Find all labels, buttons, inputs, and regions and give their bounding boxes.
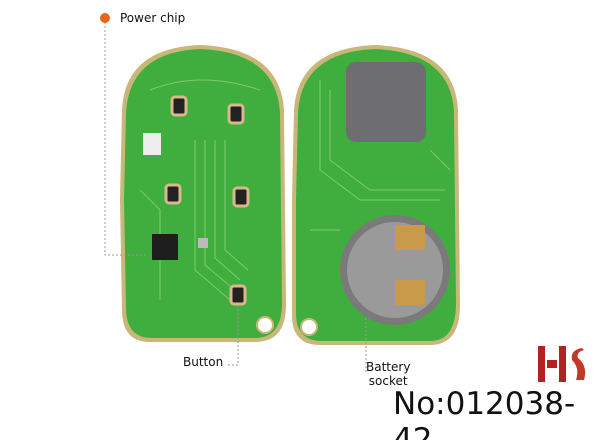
- power-chip-leader: [104, 18, 145, 256]
- battery-label-line1: Battery: [366, 360, 411, 374]
- button-label: Button: [183, 355, 224, 369]
- power-chip: [152, 234, 178, 260]
- pcb-front: [120, 45, 286, 342]
- battery-label-line2: socket: [368, 374, 408, 388]
- power-chip-label: Power chip: [120, 11, 186, 25]
- button-pads: [164, 95, 250, 306]
- power-chip-marker: [100, 13, 110, 23]
- battery-socket-label: Battery socket: [366, 360, 410, 388]
- hs-logo: [538, 346, 586, 382]
- qr-label: [143, 133, 161, 155]
- part-number: No:012038-42: [393, 386, 576, 440]
- button-leader: [228, 305, 239, 366]
- pcb-back: [292, 45, 460, 345]
- chip-module: [346, 62, 426, 142]
